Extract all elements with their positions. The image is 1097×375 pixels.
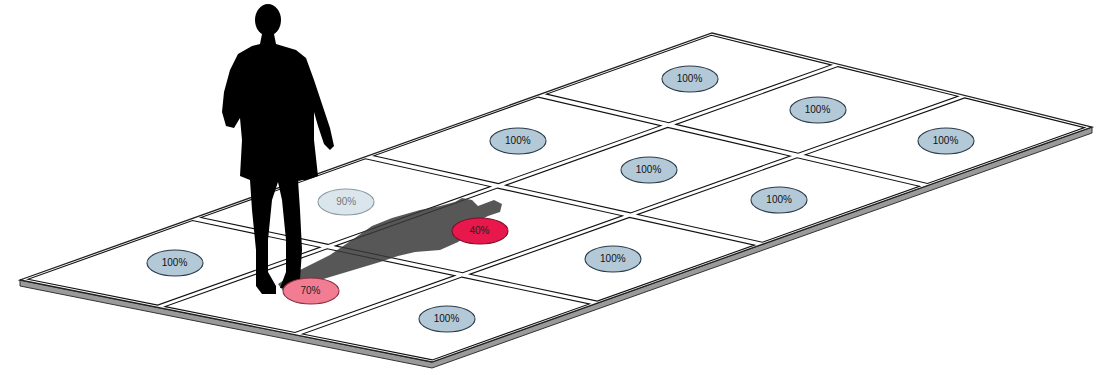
percent-label: 100%	[600, 253, 626, 265]
floor-top	[20, 33, 1092, 362]
percent-label: 100%	[636, 164, 662, 176]
percent-ellipse: 100%	[750, 186, 808, 214]
percent-ellipse: 70%	[282, 277, 340, 305]
percent-ellipse: 90%	[317, 188, 375, 216]
percent-ellipse: 100%	[789, 96, 847, 124]
ellipse-shape	[452, 218, 508, 244]
ellipse-shape	[318, 189, 374, 215]
ellipse-shape	[621, 157, 677, 183]
ellipse-shape	[490, 128, 546, 154]
percent-ellipse: 40%	[451, 217, 509, 245]
percent-ellipse: 100%	[584, 245, 642, 273]
percent-label: 90%	[336, 196, 356, 208]
ellipse-shape	[751, 187, 807, 213]
percent-ellipse: 100%	[620, 156, 678, 184]
floor-tiles	[28, 35, 1085, 360]
percent-label: 70%	[300, 285, 320, 297]
floor-slab	[20, 33, 1092, 368]
percent-label: 100%	[933, 135, 959, 147]
ellipse-shape	[283, 278, 339, 304]
percent-label: 100%	[805, 104, 831, 116]
ellipse-shape	[790, 97, 846, 123]
percent-label: 100%	[434, 313, 460, 325]
person-silhouette	[222, 4, 334, 294]
percent-ellipse: 100%	[489, 127, 547, 155]
ellipse-shape	[662, 66, 718, 92]
percent-label: 40%	[469, 225, 489, 237]
ellipse-shape	[419, 306, 475, 332]
person-head	[255, 4, 281, 36]
percent-ellipse: 100%	[146, 249, 204, 277]
ellipse-shape	[147, 250, 203, 276]
percent-ellipse: 100%	[418, 305, 476, 333]
ellipse-shape	[585, 246, 641, 272]
percent-label: 100%	[766, 194, 792, 206]
percent-label: 100%	[677, 73, 703, 85]
percent-label: 100%	[162, 257, 188, 269]
ellipse-shape	[918, 128, 974, 154]
percent-ellipse: 100%	[917, 127, 975, 155]
percent-ellipse: 100%	[661, 65, 719, 93]
person-body	[222, 34, 334, 294]
floor-tile	[805, 98, 1084, 184]
percent-label: 100%	[505, 135, 531, 147]
